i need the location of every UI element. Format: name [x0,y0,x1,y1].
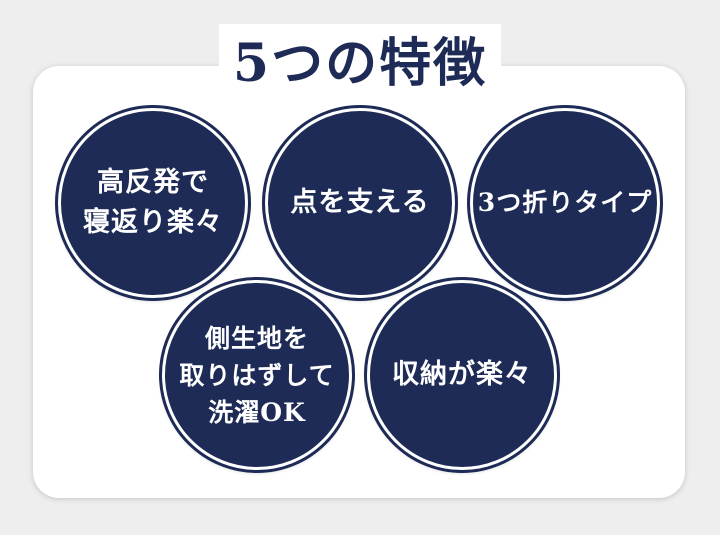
feature-label: 3つ折りタイプ [477,188,653,217]
feature-badge-4: 側生地を 取りはずして 洗濯OK [162,280,352,470]
feature-badge-3: 3つ折りタイプ [470,108,660,298]
feature-label: 点を支える [290,187,430,218]
feature-label: 高反発で 寝返り楽々 [83,167,223,238]
feature-label: 側生地を 取りはずして 洗濯OK [179,323,335,427]
page-title: 5つの特徴 [218,24,502,104]
feature-badge-1: 高反発で 寝返り楽々 [58,108,248,298]
feature-label: 収納が楽々 [392,359,532,390]
feature-badge-2: 点を支える [265,108,455,298]
feature-badge-5: 収納が楽々 [367,280,557,470]
title-banner: 5つの特徴 [0,24,720,104]
